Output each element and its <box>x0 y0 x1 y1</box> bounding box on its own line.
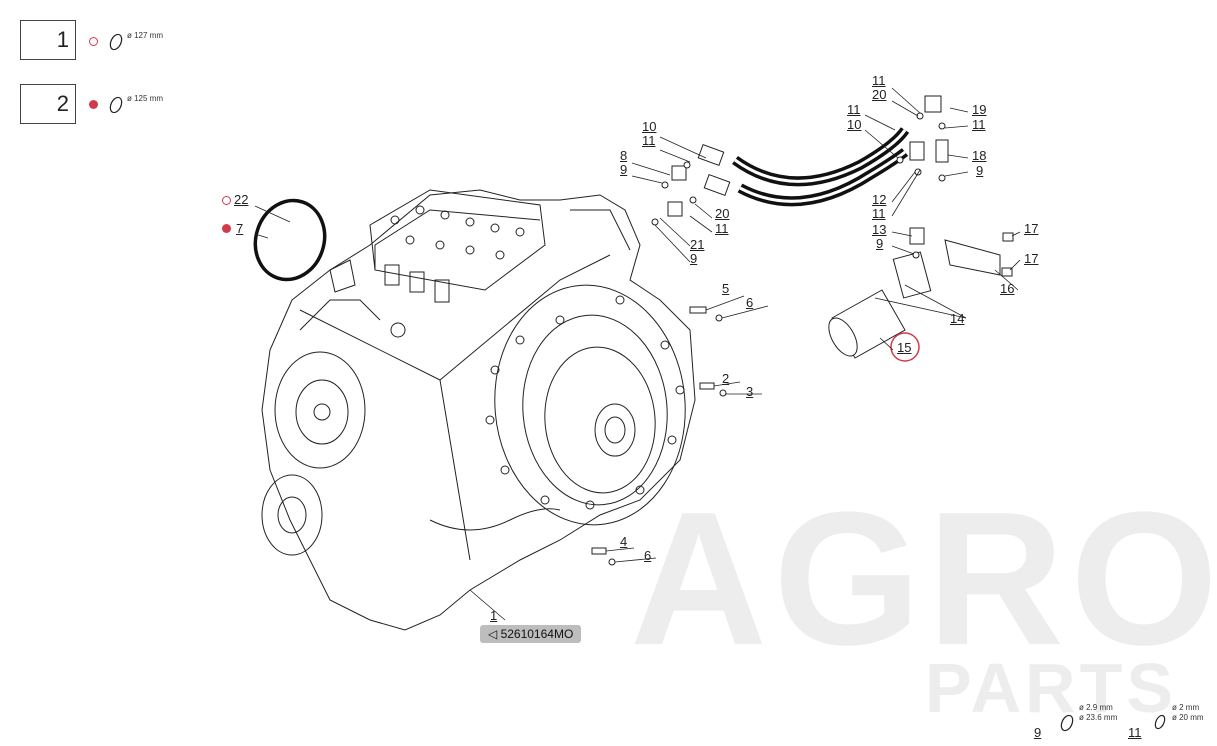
callout-21[interactable]: 21 <box>690 237 705 252</box>
callout-9[interactable]: 9 <box>876 236 884 251</box>
spec-11-line-2: ø 20 mm <box>1172 713 1204 722</box>
variant-1-indicator <box>89 37 98 46</box>
callout-11[interactable]: 11 <box>972 117 986 132</box>
callout-2[interactable]: 2 <box>722 371 730 386</box>
callout-4[interactable]: 4 <box>620 534 628 549</box>
callout-12[interactable]: 12 <box>872 192 887 207</box>
callout-22[interactable]: 22 <box>234 192 249 207</box>
assembly-code-text: 52610164MO <box>500 627 574 641</box>
spec-9-line-2: ø 23.6 mm <box>1079 713 1118 722</box>
callout-9[interactable]: 9 <box>620 162 628 177</box>
callout-20[interactable]: 20 <box>872 87 887 102</box>
watermark-agro: AGRO <box>630 473 1217 685</box>
variant-2-button[interactable]: 2 <box>20 84 76 124</box>
oring-glyphs <box>109 33 1166 732</box>
callout-13[interactable]: 13 <box>872 222 887 237</box>
variant-2-number: 2 <box>56 91 69 116</box>
assembly-code-badge[interactable]: ◁ 52610164MO <box>480 625 582 643</box>
callout-9[interactable]: 9 <box>690 251 698 266</box>
leader-lines <box>254 87 1021 621</box>
callout-9[interactable]: 9 <box>976 163 984 178</box>
callout-6[interactable]: 6 <box>644 548 652 563</box>
callout-10[interactable]: 10 <box>642 119 657 134</box>
callout-11[interactable]: 11 <box>715 221 729 236</box>
callout-22-indicator <box>222 196 231 205</box>
spec-9-line-1: ø 2.9 mm <box>1079 703 1113 712</box>
callout-11[interactable]: 11 <box>872 73 886 88</box>
callout-11[interactable]: 11 <box>642 133 656 148</box>
callout-19[interactable]: 19 <box>972 102 987 117</box>
fittings <box>591 95 1014 566</box>
callout-11[interactable]: 11 <box>847 102 861 117</box>
callout-20[interactable]: 20 <box>715 206 730 221</box>
callout-17[interactable]: 17 <box>1024 221 1039 236</box>
callout-10[interactable]: 10 <box>847 117 862 132</box>
callout-7[interactable]: 7 <box>236 221 244 236</box>
highlight-ring-15 <box>890 332 920 362</box>
callout-16[interactable]: 16 <box>1000 281 1015 296</box>
o-ring-part-7 <box>253 198 327 282</box>
spec-11-line-1: ø 2 mm <box>1172 703 1200 712</box>
callout-14[interactable]: 14 <box>950 311 965 326</box>
callout-6[interactable]: 6 <box>746 295 754 310</box>
callout-8[interactable]: 8 <box>620 148 628 163</box>
callout-1[interactable]: 1 <box>490 608 498 623</box>
variant-1-button[interactable]: 1 <box>20 20 76 60</box>
variant-2-indicator <box>89 100 98 109</box>
oil-filter-part-15 <box>828 289 906 359</box>
variant-1-diameter: ø 127 mm <box>127 31 164 40</box>
transmission-housing <box>261 189 696 631</box>
assembly-arrow-icon: ◁ <box>488 627 501 641</box>
variant-1-number: 1 <box>56 27 69 52</box>
callout-18[interactable]: 18 <box>972 148 987 163</box>
callout-17[interactable]: 17 <box>1024 251 1039 266</box>
callout-11[interactable]: 11 <box>872 206 886 221</box>
callout-5[interactable]: 5 <box>722 281 730 296</box>
watermark-parts: PARTS <box>925 649 1178 727</box>
callout-15[interactable]: 15 <box>897 340 912 355</box>
callout-7-indicator <box>222 224 231 233</box>
hydraulic-hoses <box>732 127 910 207</box>
variant-2-diameter: ø 125 mm <box>127 94 164 103</box>
spec-callout-9[interactable]: 9 <box>1034 725 1042 740</box>
callout-3[interactable]: 3 <box>746 384 754 399</box>
spec-callout-11[interactable]: 11 <box>1128 725 1142 740</box>
